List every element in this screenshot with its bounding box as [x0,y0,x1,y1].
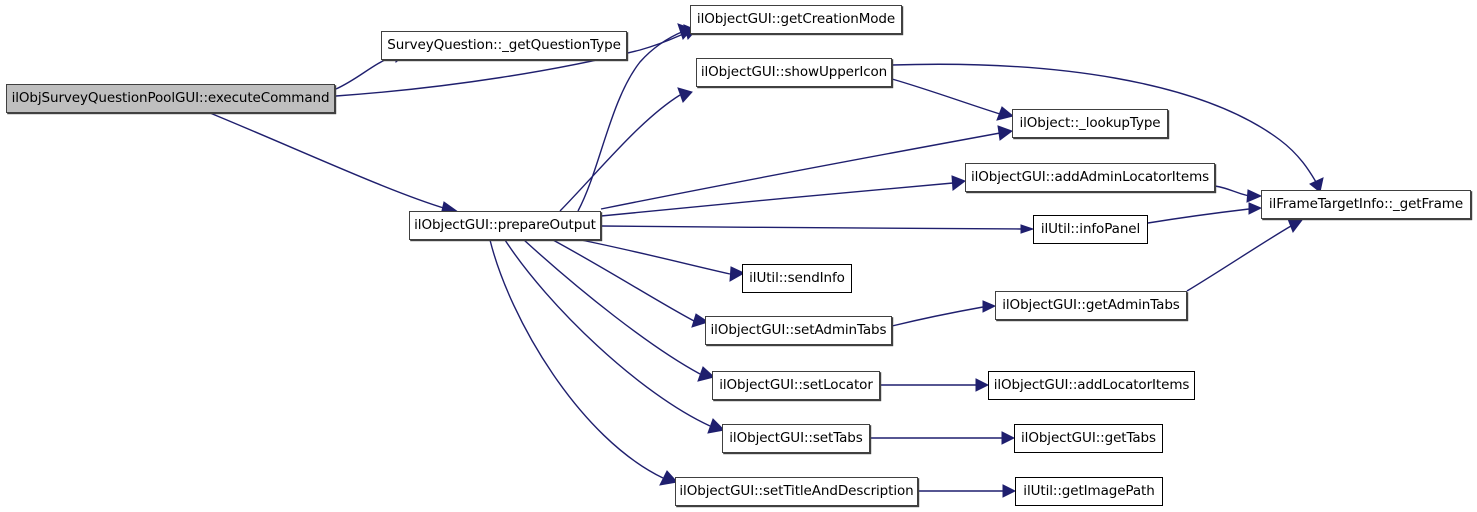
node-label-lookupType: ilObject::_lookupType [1019,114,1161,131]
node-label-getQuestionType: SurveyQuestion::_getQuestionType [387,36,621,53]
node-addLocatorItems[interactable]: ilObjectGUI::addLocatorItems [988,371,1195,400]
node-getCreationMode[interactable]: ilObjectGUI::getCreationMode [690,5,902,34]
node-label-infoPanel: ilUtil::infoPanel [1040,220,1141,237]
node-getAdminTabs[interactable]: ilObjectGUI::getAdminTabs [995,291,1187,320]
node-setAdminTabs[interactable]: ilObjectGUI::setAdminTabs [705,316,892,345]
node-label-getTabs: ilObjectGUI::getTabs [1021,429,1156,446]
node-getTabs[interactable]: ilObjectGUI::getTabs [1014,424,1163,453]
node-label-showUpperIcon: ilObjectGUI::showUpperIcon [700,63,888,80]
node-label-getFrame: ilFrameTargetInfo::_getFrame [1268,195,1464,212]
node-label-setTitleAndDescription: ilObjectGUI::setTitleAndDescription [679,482,914,499]
node-lookupType[interactable]: ilObject::_lookupType [1012,109,1168,138]
node-label-sendInfo: ilUtil::sendInfo [749,269,845,286]
node-setLocator[interactable]: ilObjectGUI::setLocator [712,371,880,400]
node-addAdminLocatorItems[interactable]: ilObjectGUI::addAdminLocatorItems [965,163,1215,192]
node-infoPanel[interactable]: ilUtil::infoPanel [1033,215,1148,244]
node-setTabs[interactable]: ilObjectGUI::setTabs [722,424,870,453]
node-label-getCreationMode: ilObjectGUI::getCreationMode [696,10,896,27]
node-label-setLocator: ilObjectGUI::setLocator [719,376,873,393]
node-getFrame[interactable]: ilFrameTargetInfo::_getFrame [1261,190,1471,219]
node-getImagePath[interactable]: ilUtil::getImagePath [1015,477,1163,506]
node-label-getImagePath: ilUtil::getImagePath [1023,482,1155,499]
node-prepareOutput[interactable]: ilObjectGUI::prepareOutput [409,211,601,240]
node-label-getAdminTabs: ilObjectGUI::getAdminTabs [1002,296,1180,313]
edges [209,23,1324,498]
node-label-setTabs: ilObjectGUI::setTabs [729,429,863,446]
node-label-prepareOutput: ilObjectGUI::prepareOutput [414,216,596,233]
node-label-addLocatorItems: ilObjectGUI::addLocatorItems [993,376,1190,393]
node-label-addAdminLocatorItems: ilObjectGUI::addAdminLocatorItems [970,168,1210,185]
node-label-executeCommand: ilObjSurveyQuestionPoolGUI::executeComma… [11,89,330,106]
node-getQuestionType[interactable]: SurveyQuestion::_getQuestionType [381,31,627,60]
node-sendInfo[interactable]: ilUtil::sendInfo [742,264,852,293]
node-executeCommand[interactable]: ilObjSurveyQuestionPoolGUI::executeComma… [6,84,335,113]
node-setTitleAndDescription[interactable]: ilObjectGUI::setTitleAndDescription [675,477,918,506]
node-label-setAdminTabs: ilObjectGUI::setAdminTabs [710,321,887,338]
node-showUpperIcon[interactable]: ilObjectGUI::showUpperIcon [696,58,892,87]
